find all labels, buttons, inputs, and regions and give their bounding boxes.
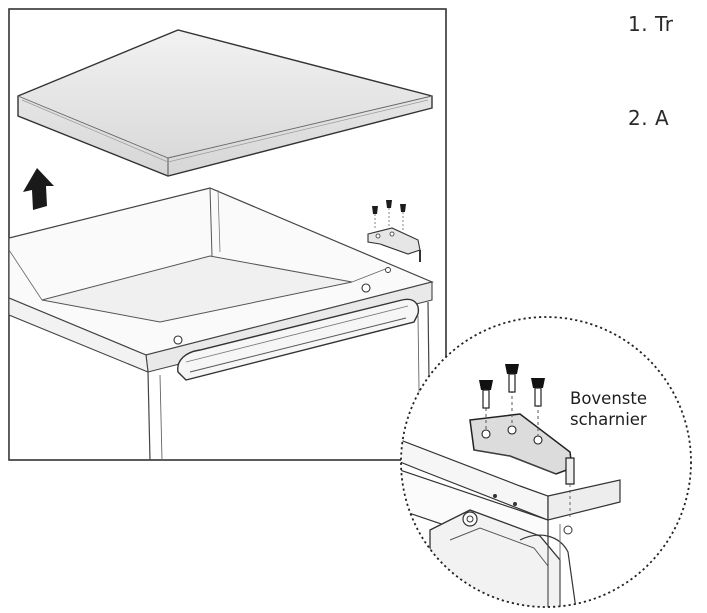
instruction-step-2: 2. A — [628, 106, 669, 130]
callout-line-1: Bovenste — [570, 389, 648, 408]
hinge-screws — [479, 364, 545, 436]
top-hinge-small — [367, 200, 421, 262]
step-2-number: 2. — [628, 106, 649, 130]
step-2-text: A — [654, 106, 670, 130]
fridge-lid — [17, 29, 433, 177]
instruction-step-1: 1. Tr — [628, 12, 673, 36]
step-1-text: Tr — [654, 12, 674, 36]
callout-line-2: scharnier — [570, 410, 647, 429]
step-1-number: 1. — [628, 12, 649, 36]
detail-magnifier — [400, 316, 692, 608]
main-illustration-frame — [8, 8, 447, 461]
hinge-callout-label: Bovenste scharnier — [570, 388, 647, 430]
lift-up-arrow — [23, 168, 54, 210]
